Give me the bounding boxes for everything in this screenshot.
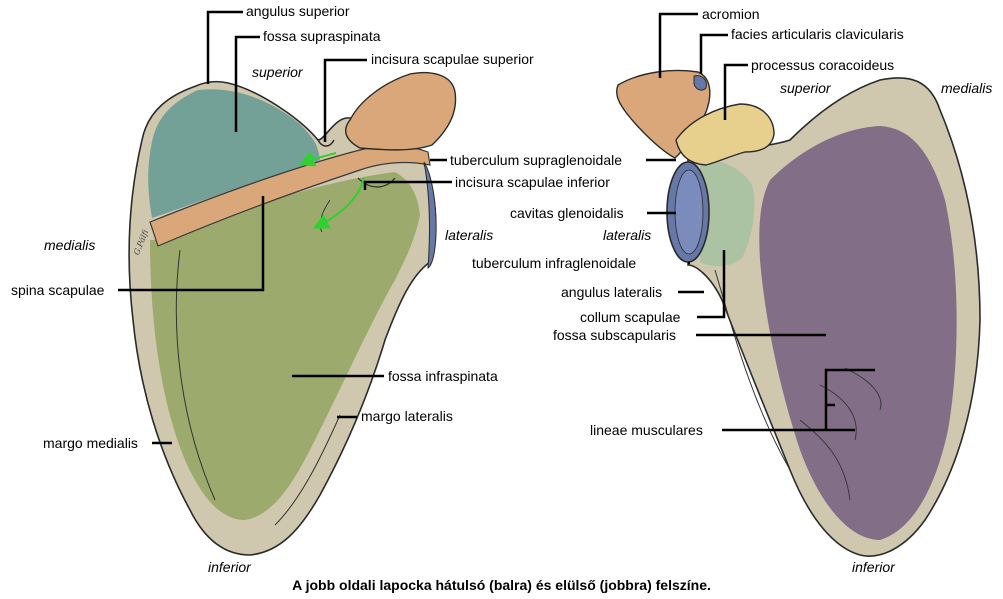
incisura-inferior-notch <box>357 177 396 188</box>
fossa-subscapularis-region <box>759 126 957 540</box>
direction-superior-left: superior <box>252 64 303 80</box>
leader-acromion <box>658 12 698 78</box>
muscle-line-3 <box>799 419 851 501</box>
nerve-arrow-inferior <box>312 177 365 229</box>
label-fossa-supraspinata: fossa supraspinata <box>263 28 381 44</box>
posterior-scapula <box>128 71 457 556</box>
label-tuberculum-infraglenoidale: tuberculum infraglenoidale <box>472 255 637 271</box>
label-angulus-lateralis: angulus lateralis <box>561 284 663 300</box>
direction-medialis-right: medialis <box>941 80 993 96</box>
label-cavitas-glenoidalis: cavitas glenoidalis <box>510 205 624 221</box>
label-fossa-infraspinata: fossa infraspinata <box>388 368 498 384</box>
leader-lines <box>118 10 875 445</box>
leader-collum-scapulae <box>697 250 726 319</box>
label-margo-lateralis: margo lateralis <box>361 408 453 424</box>
label-acromion: acromion <box>702 6 760 22</box>
leader-processus-coracoideus <box>723 63 748 120</box>
direction-inferior-left: inferior <box>208 559 251 575</box>
anterior-scapula <box>616 69 981 557</box>
leader-incisura-superior <box>323 58 367 142</box>
nerve-arrow-superior <box>298 151 337 167</box>
glenoid-edge-posterior <box>423 161 437 270</box>
label-lineae-musculares: lineae musculares <box>590 422 703 438</box>
leader-angulus-superior <box>206 10 243 84</box>
label-incisura-scapulae-superior: incisura scapulae superior <box>371 51 534 67</box>
medial-contour-line <box>175 249 216 501</box>
label-collum-scapulae: collum scapulae <box>580 309 681 325</box>
lateral-contour-line <box>274 414 341 526</box>
label-incisura-scapulae-inferior: incisura scapulae inferior <box>455 174 610 190</box>
figure-caption: A jobb oldali lapocka hátulsó (balra) és… <box>292 577 711 593</box>
label-angulus-superior: angulus superior <box>246 3 350 19</box>
lateral-contour-anterior <box>714 269 791 471</box>
muscle-line-2 <box>819 384 857 441</box>
muscle-line-1 <box>844 367 882 411</box>
label-facies-articularis-clavicularis: facies articularis clavicularis <box>731 26 904 42</box>
fossa-supraspinata-region <box>148 89 320 218</box>
processus-coracoideus-region <box>675 103 775 166</box>
incisura-superior-notch <box>317 139 335 147</box>
leader-spina-scapulae <box>118 196 265 292</box>
leader-facies-articularis <box>699 33 728 74</box>
facies-articularis-region <box>693 75 707 91</box>
leader-fossa-supraspinata <box>234 35 260 132</box>
label-spina-scapulae: spina scapulae <box>11 282 105 298</box>
label-tuberculum-supraglenoidale: tuberculum supraglenoidale <box>450 152 622 168</box>
collum-scapulae-region <box>700 159 755 267</box>
spina-scapulae-region <box>149 145 431 247</box>
direction-inferior-right: inferior <box>852 559 895 575</box>
label-margo-medialis: margo medialis <box>43 435 138 451</box>
label-fossa-subscapularis: fossa subscapularis <box>553 327 676 343</box>
glenoid-inner-rim <box>674 169 704 255</box>
direction-lateralis-right: lateralis <box>603 227 652 243</box>
fossa-infraspinata-region <box>150 172 420 520</box>
leader-lineae-musculares <box>722 368 875 432</box>
leader-incisura-inferior <box>363 180 452 190</box>
direction-superior-right: superior <box>780 80 831 96</box>
direction-medialis-left: medialis <box>44 237 96 253</box>
label-processus-coracoideus: processus coracoideus <box>751 57 895 73</box>
acromion-posterior-region <box>344 71 457 151</box>
direction-lateralis-left: lateralis <box>445 227 494 243</box>
